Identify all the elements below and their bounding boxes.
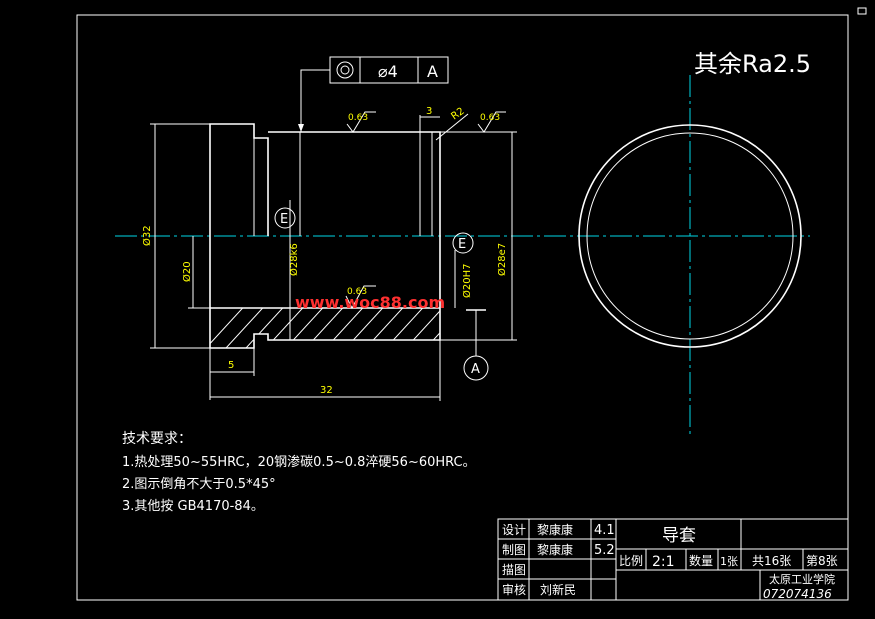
tb-role-2: 制图 [502,543,526,557]
datum-e-2: E [458,237,466,252]
tech-item-3: 3.其他按 GB4170-84。 [122,499,264,514]
part-section [209,123,441,349]
tb-drawing-no: 072074136 [763,587,832,601]
corner-mark [857,7,867,15]
tb-qty-value: 1张 [720,555,738,568]
dim-dia-inner: Ø20 [181,261,193,282]
dim-dia-bore: Ø28k6 [288,243,300,276]
dim-shoulder: 5 [228,360,234,371]
tb-qty-label: 数量 [689,553,713,568]
tb-name-4: 刘新民 [540,582,576,597]
tb-role-3: 描图 [502,563,526,577]
tb-scale-label: 比例 [619,554,643,568]
tb-total-sheets: 共16张 [752,554,791,568]
title-block: 设计 黎康康 4.1 制图 黎康康 5.2 描图 审核 刘新民 导套 比例 2:… [497,518,849,601]
tb-sheet-no: 第8张 [806,554,838,568]
roughness-mark-2: 0.63 [480,113,500,123]
tb-date-2: 5.2 [594,543,615,558]
inner-circle [586,132,794,340]
dim-groove-width: 3 [426,106,432,117]
tolerance-datum: A [427,62,438,81]
tb-part-name: 导套 [662,526,696,546]
roughness-mark-1: 0.63 [348,113,368,123]
datum-a: A [471,362,480,377]
tb-role-1: 设计 [502,523,526,537]
tb-name-1: 黎康康 [537,522,573,537]
tb-role-4: 审核 [502,582,526,597]
watermark: www.woc88.com [295,293,445,312]
tech-heading: 技术要求： [122,431,192,447]
tb-date-1: 4.1 [594,523,615,538]
dim-dia-right: Ø28e7 [496,243,508,276]
tolerance-value: ⌀4 [378,62,398,81]
tech-item-1: 1.热处理50~55HRC，20钢渗碳0.5~0.8淬硬56~60HRC。 [122,455,476,470]
tech-item-2: 2.图示倒角不大于0.5*45° [122,477,276,492]
dim-groove-radius: R2 [449,106,466,123]
tb-scale-value: 2:1 [652,554,675,570]
datum-e-1: E [280,212,288,227]
section-hatch [210,308,440,348]
concentricity-icon [336,61,354,79]
datum-markers: E E A [274,207,489,381]
roughness-symbols: 0.63 0.63 0.63 [345,111,506,310]
roughness-mark-3: 0.63 [347,287,367,297]
dimensions: Ø32 Ø20 Ø28k6 Ø20H7 Ø28e7 5 32 3 R2 [141,106,517,401]
dim-dia-bore-h: Ø20H7 [461,264,473,298]
outer-circle [578,124,802,348]
drawing-border [76,14,849,601]
tb-name-2: 黎康康 [537,542,573,557]
tb-school: 太原工业学院 [769,572,835,586]
tolerance-frame: ⌀4 A [298,56,449,132]
tech-requirements: 技术要求： 1.热处理50~55HRC，20钢渗碳0.5~0.8淬硬56~60H… [122,431,476,514]
roughness-note: 其余Ra2.5 [694,50,811,78]
dim-total: 32 [320,385,333,396]
dim-dia-outer: Ø32 [141,225,153,246]
